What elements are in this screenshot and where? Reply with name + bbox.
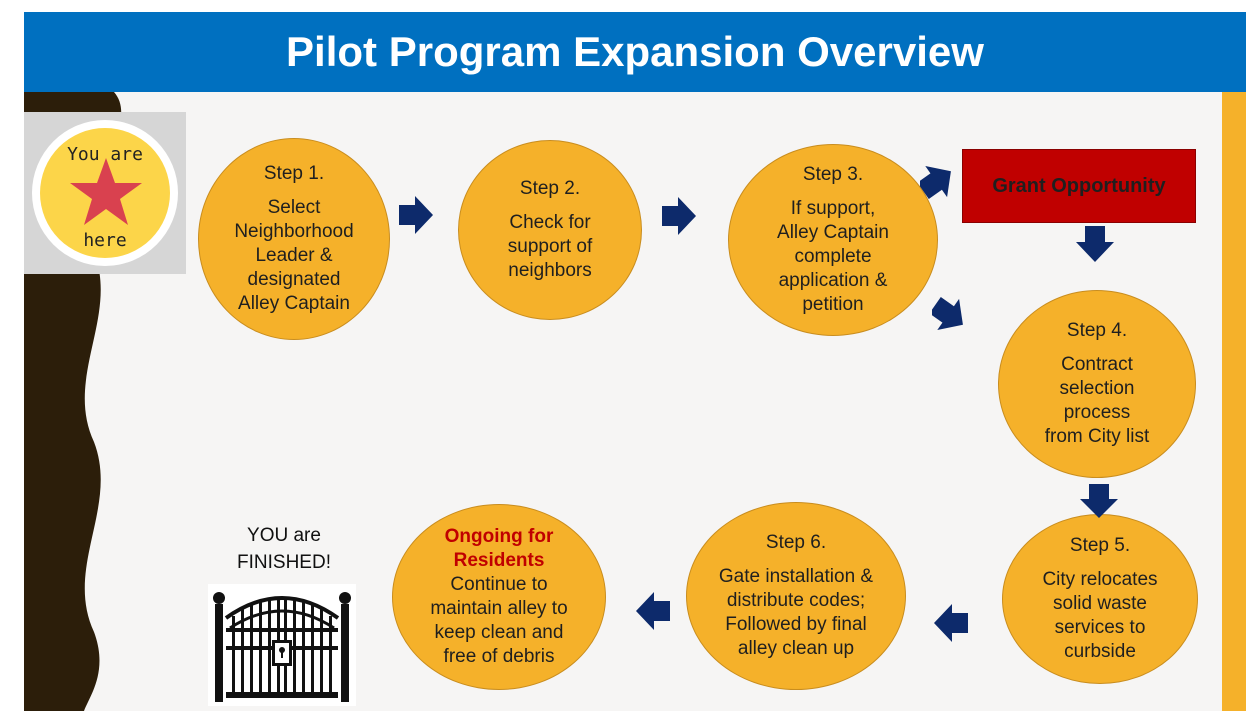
step-5-circle: Step 5. City relocates solid waste servi… <box>1002 514 1198 684</box>
top-strip <box>0 0 1246 12</box>
step-4-line: Contract <box>1061 354 1133 375</box>
ongoing-circle: Ongoing for Residents Continue to mainta… <box>392 504 606 690</box>
arrow-down-icon <box>1080 484 1118 518</box>
ongoing-line: Continue to <box>450 574 548 595</box>
grant-opportunity-box: Grant Opportunity <box>962 149 1196 223</box>
ongoing-line: free of debris <box>443 646 555 667</box>
arrow-down-icon <box>1076 226 1114 262</box>
finished-label: YOU are FINISHED! <box>204 522 364 576</box>
step-1-line: Select <box>267 197 321 218</box>
step-5-line: services to <box>1054 617 1146 638</box>
gate-icon <box>208 584 356 706</box>
step-6-circle: Step 6. Gate installation & distribute c… <box>686 502 906 690</box>
badge-text-bottom: here <box>83 230 127 251</box>
step-2-circle: Step 2. Check for support of neighbors <box>458 140 642 320</box>
step-4-circle: Step 4. Contract selection process from … <box>998 290 1196 478</box>
step-3-line: application & <box>778 270 888 291</box>
step-3-circle: Step 3. If support, Alley Captain comple… <box>728 144 938 336</box>
ongoing-line: maintain alley to <box>430 598 568 619</box>
step-1-title: Step 1. <box>263 163 325 184</box>
step-2-title: Step 2. <box>519 178 581 199</box>
step-3-line: complete <box>794 246 872 267</box>
arrow-right-icon <box>399 196 433 234</box>
ongoing-title: Ongoing for <box>444 526 554 547</box>
step-6-line: distribute codes; <box>726 590 866 611</box>
title-banner: Pilot Program Expansion Overview <box>24 12 1246 92</box>
step-2-line: support of <box>507 236 593 257</box>
step-5-line: curbside <box>1064 641 1136 662</box>
step-1-circle: Step 1. Select Neighborhood Leader & des… <box>198 138 390 340</box>
finished-line: FINISHED! <box>237 552 331 573</box>
step-3-title: Step 3. <box>802 164 864 185</box>
step-5-line: solid waste <box>1053 593 1147 614</box>
step-1-line: designated <box>247 269 341 290</box>
ongoing-line: keep clean and <box>434 622 564 643</box>
right-accent-stripe <box>1222 92 1246 711</box>
arrow-left-icon <box>636 592 670 630</box>
step-6-line: alley clean up <box>737 638 855 659</box>
step-1-line: Neighborhood <box>234 221 354 242</box>
step-2-line: neighbors <box>508 260 592 281</box>
star-icon <box>70 158 142 225</box>
step-4-line: process <box>1063 402 1131 423</box>
page-title: Pilot Program Expansion Overview <box>286 28 984 75</box>
finished-line: YOU are <box>247 525 321 546</box>
arrow-left-icon <box>934 604 968 642</box>
ongoing-title: Residents <box>453 550 545 571</box>
step-3-line: petition <box>802 294 864 315</box>
step-4-title: Step 4. <box>1066 320 1128 341</box>
step-5-title: Step 5. <box>1069 535 1131 556</box>
step-3-line: Alley Captain <box>777 222 889 243</box>
arrow-up-right-icon <box>920 166 951 199</box>
step-1-line: Alley Captain <box>238 293 350 314</box>
step-4-line: from City list <box>1044 426 1150 447</box>
step-3-line: If support, <box>790 198 876 219</box>
step-6-line: Followed by final <box>725 614 867 635</box>
badge-text-top: You are <box>67 144 143 165</box>
step-5-line: City relocates <box>1042 569 1158 590</box>
arrow-down-right-icon <box>932 297 963 330</box>
step-6-title: Step 6. <box>765 532 827 553</box>
step-6-line: Gate installation & <box>718 566 874 587</box>
arrow-right-icon <box>662 197 696 235</box>
left-strip <box>0 0 24 711</box>
step-4-line: selection <box>1059 378 1135 399</box>
step-2-line: Check for <box>509 212 591 233</box>
step-1-line: Leader & <box>255 245 333 266</box>
